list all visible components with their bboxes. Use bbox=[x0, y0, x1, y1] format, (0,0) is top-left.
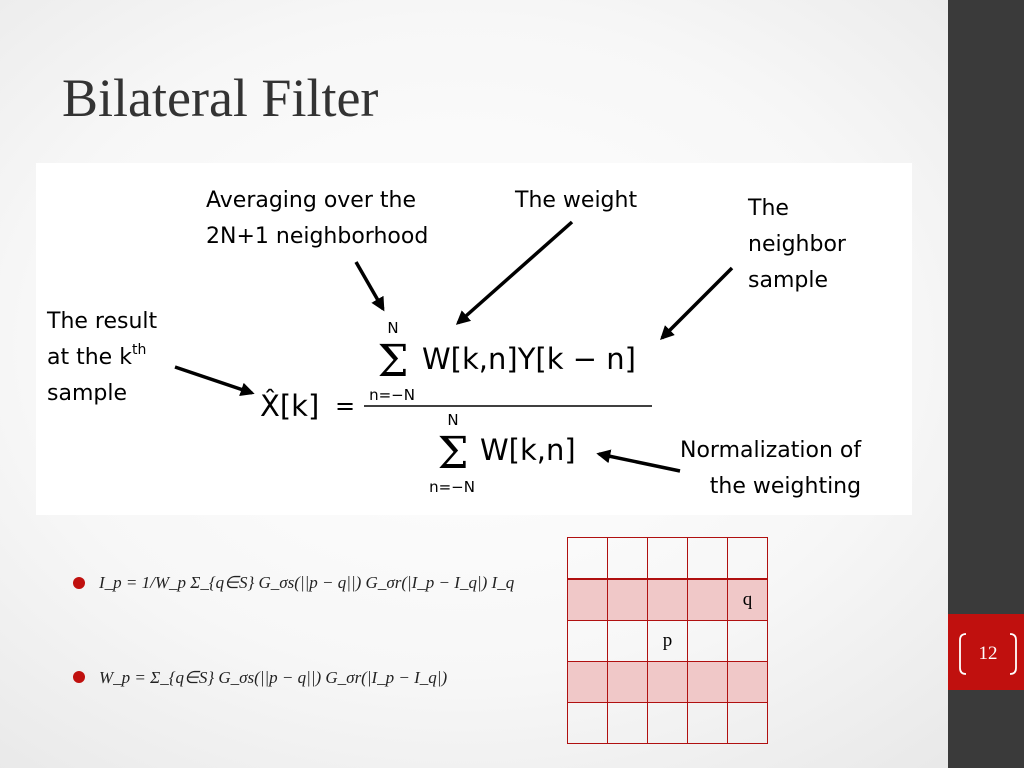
grid-cell bbox=[647, 702, 688, 744]
bullet-2 bbox=[73, 671, 85, 683]
grid-cell-q: q bbox=[727, 578, 768, 621]
grid-cell bbox=[567, 620, 608, 662]
annotation-averaging-line-2: 2N+1 neighborhood bbox=[206, 224, 429, 249]
annotation-result-line-3: sample bbox=[47, 381, 127, 406]
annotation-neighbor: The neighbor sample bbox=[748, 191, 846, 299]
grid-cell bbox=[727, 702, 768, 744]
bullet-1 bbox=[73, 577, 85, 589]
grid-cell bbox=[607, 537, 648, 580]
bullet-formula-2: W_p = Σ_{q∈S} G_σs(||p − q||) G_σr(|I_p … bbox=[99, 668, 447, 687]
grid-cell bbox=[687, 661, 728, 703]
grid-cell bbox=[607, 620, 648, 662]
page-number: 12 bbox=[978, 643, 998, 664]
grid-cell bbox=[607, 661, 648, 703]
grid-cell bbox=[647, 661, 688, 703]
grid-cell bbox=[647, 537, 688, 580]
annotation-normalization: Normalization of the weighting bbox=[680, 433, 861, 505]
grid-row bbox=[567, 702, 768, 744]
grid-cell bbox=[567, 537, 608, 580]
grid-cell bbox=[567, 578, 608, 621]
annotation-weight: The weight bbox=[515, 183, 637, 219]
grid-cell bbox=[687, 702, 728, 744]
page-number-brackets bbox=[959, 633, 1017, 675]
grid-row: p bbox=[567, 620, 768, 662]
grid-cell bbox=[647, 578, 688, 621]
grid-cell bbox=[567, 661, 608, 703]
annotation-weight-text: The weight bbox=[515, 188, 638, 213]
annotation-averaging-line-1: Averaging over the bbox=[206, 188, 416, 213]
slide-title: Bilateral Filter bbox=[62, 68, 379, 128]
annotation-neighbor-line-2: neighbor bbox=[748, 232, 846, 257]
grid-cell-p: p bbox=[647, 620, 688, 662]
grid-row: q bbox=[567, 578, 768, 621]
pixel-grid: q p bbox=[567, 537, 768, 744]
grid-cell bbox=[687, 620, 728, 662]
grid-cell bbox=[727, 661, 768, 703]
grid-cell bbox=[567, 702, 608, 744]
grid-cell bbox=[727, 537, 768, 580]
grid-cell bbox=[607, 578, 648, 621]
annotation-result-line-2: at the kth bbox=[47, 340, 157, 376]
annotation-normalization-line-1: Normalization of bbox=[680, 438, 862, 463]
annotation-result-line-1: The result bbox=[47, 309, 158, 334]
annotation-neighbor-line-3: sample bbox=[748, 268, 828, 293]
annotation-averaging: Averaging over the 2N+1 neighborhood bbox=[206, 183, 428, 255]
annotation-neighbor-line-1: The bbox=[748, 196, 789, 221]
grid-cell bbox=[687, 578, 728, 621]
annotation-result-line-2-text: at the k bbox=[47, 345, 132, 370]
bullet-formula-1: I_p = 1/W_p Σ_{q∈S} G_σs(||p − q||) G_σr… bbox=[98, 573, 515, 592]
grid-cell bbox=[607, 702, 648, 744]
annotation-result: The result at the kth sample bbox=[47, 304, 157, 412]
grid-cell bbox=[687, 537, 728, 580]
annotation-normalization-line-2: the weighting bbox=[709, 474, 862, 499]
grid-row bbox=[567, 661, 768, 703]
grid-row bbox=[567, 537, 768, 580]
grid-cell bbox=[727, 620, 768, 662]
annotation-result-superscript: th bbox=[131, 342, 147, 358]
